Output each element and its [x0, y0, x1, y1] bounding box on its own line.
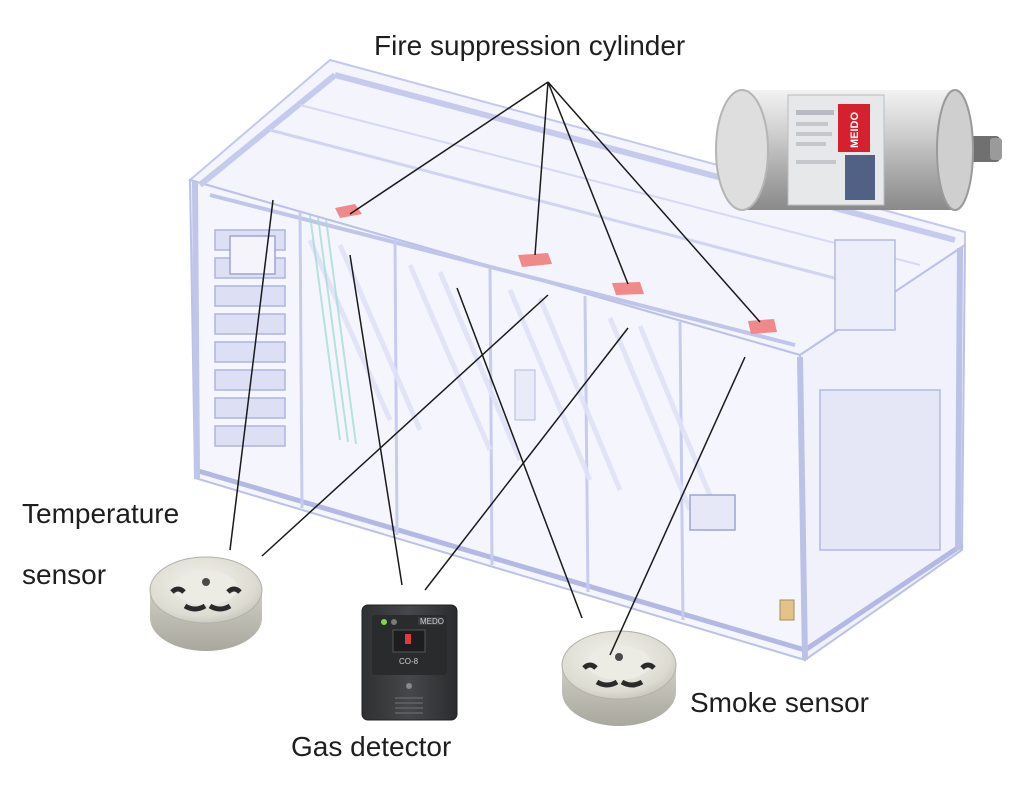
fire-cylinder-icon: MEIDO	[715, 89, 1002, 211]
cylinder-marker-2	[518, 253, 552, 267]
leader-smoke-2	[609, 356, 746, 656]
cylinder-markers	[335, 204, 777, 334]
leader-gas-1	[349, 254, 403, 586]
smoke-sensor-label: Smoke sensor	[690, 687, 869, 718]
smoke-sensor-icon	[561, 630, 677, 726]
leader-temp-2	[261, 294, 549, 557]
gas-detector-icon: MEDO CO-8	[361, 604, 458, 721]
leader-lines	[229, 81, 761, 656]
temperature-sensor-label-line1: Temperature	[22, 498, 180, 529]
temperature-sensor-label-line2: sensor	[22, 559, 107, 590]
cylinder-marker-3	[612, 282, 644, 295]
leader-fire-2	[534, 81, 549, 256]
gas-display-text: CO-8	[399, 657, 419, 666]
cylinder-marker-1	[335, 204, 362, 218]
leader-fire-4	[547, 81, 761, 323]
leader-fire-3	[547, 81, 629, 285]
leader-temp-1	[229, 199, 274, 551]
gas-detector-label: Gas detector	[291, 731, 452, 762]
leader-smoke-1	[456, 287, 583, 619]
leader-gas-2	[424, 327, 629, 591]
cylinder-marker-4	[748, 319, 777, 334]
gas-brand-text: MEDO	[420, 617, 444, 626]
fire-suppression-label: Fire suppression cylinder	[374, 30, 686, 61]
cylinder-brand-text: MEIDO	[849, 112, 861, 149]
leader-fire-1	[349, 81, 549, 215]
temperature-sensor-icon	[149, 556, 263, 651]
